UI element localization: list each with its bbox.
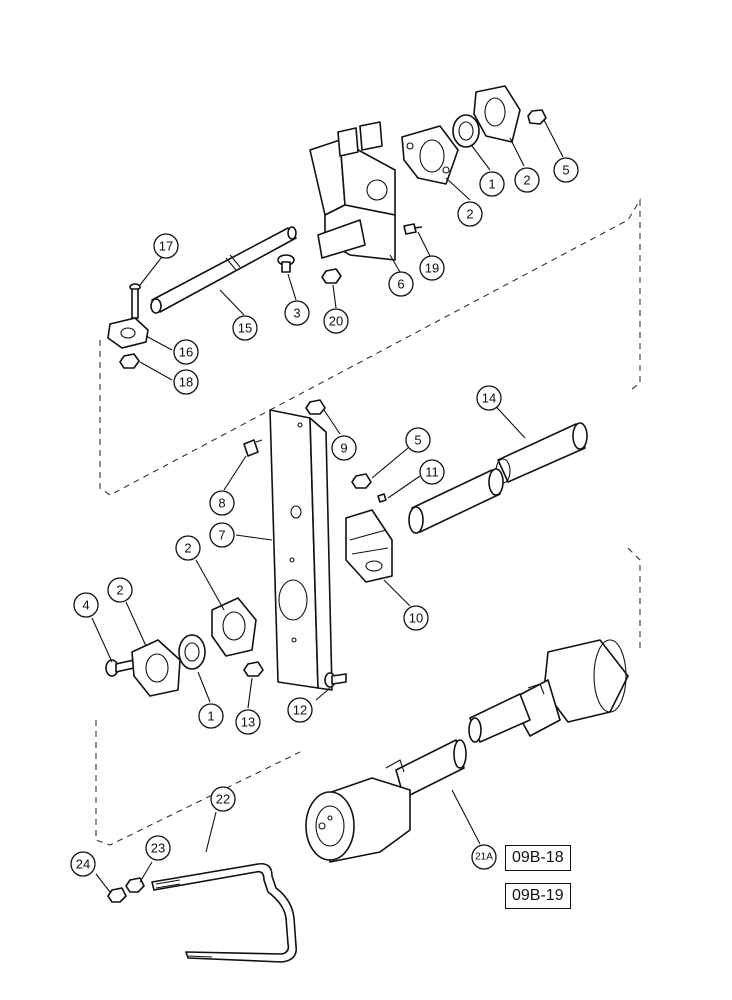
- bearing-upper: [452, 114, 480, 148]
- svg-text:23: 23: [151, 841, 165, 856]
- svg-text:5: 5: [562, 163, 569, 178]
- callout: 5: [553, 157, 579, 183]
- callout: 3: [284, 300, 310, 326]
- svg-text:16: 16: [179, 345, 193, 360]
- reference-label: 09B-19: [505, 883, 571, 909]
- upper-group-outline: [99, 198, 641, 496]
- callout: 8: [209, 490, 235, 516]
- bearing-flange-upper-right: [473, 85, 521, 143]
- svg-text:2: 2: [523, 173, 530, 188]
- nut-13: [243, 661, 264, 677]
- svg-text:24: 24: [76, 857, 90, 872]
- bolt-19: [403, 223, 423, 235]
- callout: 17: [153, 233, 179, 259]
- nut-20: [321, 268, 342, 284]
- svg-text:13: 13: [241, 715, 255, 730]
- bracket-10: [345, 509, 393, 583]
- carriage-bolt-12: [324, 672, 347, 688]
- callout: 21A: [471, 844, 497, 870]
- svg-text:10: 10: [409, 611, 423, 626]
- svg-text:1: 1: [207, 709, 214, 724]
- callout: 23: [145, 835, 171, 861]
- callout: 5: [405, 427, 431, 453]
- callout: 2: [514, 167, 540, 193]
- callout: 2: [175, 535, 201, 561]
- callout: 2: [107, 577, 133, 603]
- svg-text:7: 7: [218, 528, 225, 543]
- svg-text:20: 20: [329, 314, 343, 329]
- bearing-lower: [178, 634, 206, 670]
- callout: 1: [479, 171, 505, 197]
- svg-text:2: 2: [116, 583, 123, 598]
- svg-text:3: 3: [293, 306, 300, 321]
- svg-text:2: 2: [466, 207, 473, 222]
- callout: 10: [403, 605, 429, 631]
- callout: 14: [476, 385, 502, 411]
- callout: 22: [210, 786, 236, 812]
- nut-upper: [527, 109, 547, 125]
- reference-label: 09B-18: [505, 845, 571, 871]
- bearing-flange-lower-left: [131, 639, 181, 697]
- bearing-flange-upper-left: [401, 125, 459, 185]
- callout: 20: [323, 308, 349, 334]
- screw-11: [377, 493, 387, 503]
- svg-text:8: 8: [218, 496, 225, 511]
- bolt-17: [129, 283, 141, 319]
- callout: 7: [209, 522, 235, 548]
- svg-text:19: 19: [425, 261, 439, 276]
- mounting-bracket-6: [309, 121, 396, 261]
- leader-lines: [91, 119, 564, 893]
- nut-middle: [351, 473, 372, 489]
- svg-text:22: 22: [216, 792, 230, 807]
- svg-text:1: 1: [488, 177, 495, 192]
- svg-text:5: 5: [414, 433, 421, 448]
- svg-text:11: 11: [425, 465, 439, 480]
- screw-8: [243, 439, 263, 457]
- callout: 16: [173, 339, 199, 365]
- callout: 24: [70, 851, 96, 877]
- svg-text:9: 9: [340, 441, 347, 456]
- mounting-plate-7: [269, 409, 333, 691]
- callout: 12: [287, 697, 313, 723]
- callout: 15: [232, 315, 258, 341]
- svg-text:4: 4: [82, 598, 89, 613]
- tube-14: [408, 422, 588, 534]
- callout: 6: [388, 271, 414, 297]
- callout: 2: [457, 201, 483, 227]
- nut-9: [305, 399, 326, 415]
- lower-group-outline: [95, 547, 641, 846]
- svg-text:14: 14: [482, 391, 496, 406]
- callout: 1: [198, 703, 224, 729]
- callout: 13: [235, 709, 261, 735]
- svg-text:15: 15: [238, 321, 252, 336]
- split-collar-16: [107, 317, 149, 349]
- svg-text:2: 2: [184, 541, 191, 556]
- svg-text:12: 12: [293, 703, 307, 718]
- bearing-flange-lower-right: [211, 597, 257, 657]
- shaft-15: [150, 226, 297, 314]
- rod-22: [151, 862, 298, 963]
- callout: 4: [73, 592, 99, 618]
- carriage-bolt-4: [105, 659, 135, 677]
- callout: 19: [419, 255, 445, 281]
- carriage-bolt-3: [277, 254, 295, 273]
- nut-23: [125, 877, 145, 893]
- driveshaft-21a: [305, 639, 629, 863]
- callout: 18: [173, 369, 199, 395]
- nut-18: [119, 353, 140, 369]
- nut-24: [107, 887, 127, 903]
- svg-text:18: 18: [179, 375, 193, 390]
- svg-text:6: 6: [397, 277, 404, 292]
- svg-text:17: 17: [159, 239, 173, 254]
- callout: 11: [419, 459, 445, 485]
- callout: 9: [331, 435, 357, 461]
- svg-text:21A: 21A: [475, 852, 493, 863]
